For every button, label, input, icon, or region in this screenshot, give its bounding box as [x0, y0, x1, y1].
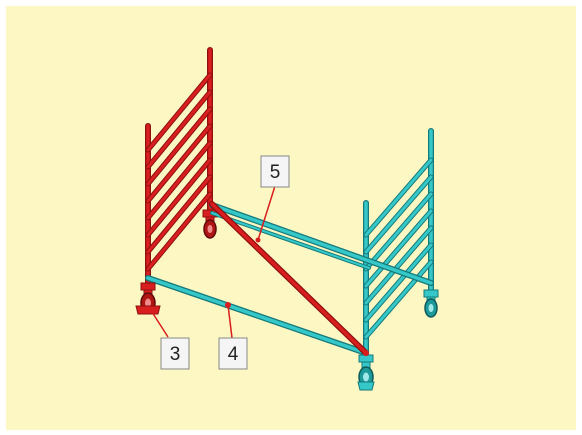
- callout-4-label: 4: [228, 344, 239, 365]
- diagonal-brace: [209, 201, 369, 356]
- leader-line-5: [257, 185, 276, 241]
- callout-4: 4: [218, 337, 248, 370]
- left-rear-caster: [202, 209, 218, 239]
- left-ladder-rungs: [145, 72, 213, 272]
- diagram-background: [6, 6, 576, 430]
- leader-line-3: [151, 311, 169, 338]
- callout-3: 3: [160, 337, 190, 370]
- right-rear-caster: [423, 289, 439, 318]
- right-ladder-frame: [357, 128, 439, 391]
- left-ladder-frame: [145, 47, 218, 293]
- horizontal-braces: [145, 202, 434, 356]
- leader-line-4: [227, 304, 233, 339]
- leader-lines: [151, 185, 276, 339]
- callout-5-label: 5: [270, 162, 281, 183]
- left-front-caster: [135, 282, 161, 315]
- right-front-caster: [357, 354, 375, 391]
- callout-5: 5: [260, 155, 290, 188]
- callout-3-label: 3: [170, 344, 181, 365]
- right-ladder-rungs: [363, 157, 434, 340]
